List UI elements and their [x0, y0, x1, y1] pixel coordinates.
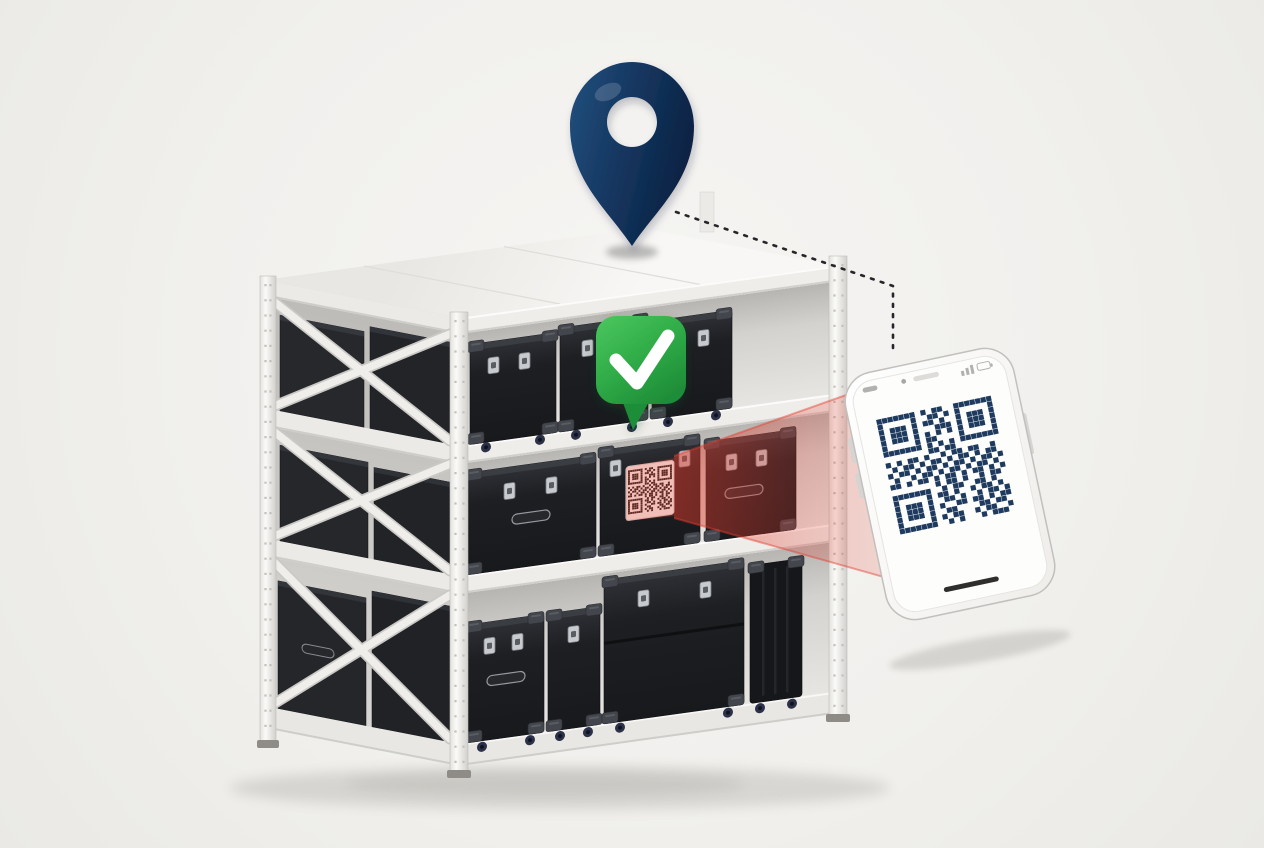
flight-case [601, 556, 745, 734]
case-latch [545, 475, 558, 495]
qr-code-label [628, 464, 672, 515]
case-corner-cap [579, 545, 597, 560]
case-corner-cap [527, 720, 545, 735]
case-corner-cap [465, 561, 483, 576]
case-corner-cap [541, 328, 559, 344]
case-corner-cap [727, 556, 745, 572]
case-latch [697, 328, 710, 348]
phone-volume-button [855, 472, 866, 499]
case-lid-seam [604, 622, 744, 645]
case-latch [609, 459, 622, 478]
case-corner-cap [541, 420, 559, 436]
post-foot [447, 770, 471, 778]
flight-case [545, 602, 603, 742]
cross-braces [266, 294, 456, 745]
case-corner-cap [585, 602, 603, 617]
case-latch [637, 589, 650, 608]
flight-case [465, 610, 545, 753]
shelf-board [460, 691, 838, 766]
rack-top-surface [264, 228, 838, 318]
qr-label-highlight [626, 458, 674, 521]
case-corner-cap [597, 542, 615, 558]
case-corner-cap [683, 531, 701, 546]
case-corner-cap [747, 560, 765, 575]
phone-volume-button [847, 437, 859, 464]
case-corner-cap [585, 712, 603, 727]
case-corner-cap [465, 729, 483, 744]
phone-home-indicator [943, 576, 999, 593]
case-corner-cap [465, 619, 483, 634]
case-corner-cap [649, 405, 667, 420]
case-latch [518, 351, 531, 371]
rack-floor-shadow-core [345, 771, 745, 797]
case-corner-cap [597, 444, 615, 460]
case-corner-cap [787, 554, 805, 569]
side-shelf-beams [264, 280, 460, 767]
case-latch [699, 580, 712, 600]
case-corner-cap [727, 692, 745, 708]
case-corner-cap [467, 339, 485, 354]
case-latch [567, 624, 580, 644]
rack-post-back-right-tip [699, 191, 715, 233]
phone-floor-shadow [889, 630, 1071, 670]
flight-case [747, 554, 805, 714]
post-foot [257, 740, 279, 748]
rack-post [259, 275, 277, 745]
post-foot [826, 714, 850, 722]
rack-post [449, 311, 469, 775]
flight-case [467, 328, 559, 453]
case-corner-cap [715, 306, 733, 321]
case-handle [301, 643, 335, 659]
case-latch [511, 632, 524, 652]
badge-tail [622, 400, 650, 430]
case-latch [483, 636, 496, 656]
case-corner-cap [545, 718, 563, 733]
phone-camera-dot [901, 378, 907, 384]
phone-speaker [913, 371, 939, 382]
case-corner-cap [715, 396, 733, 411]
pin-shadow [606, 245, 658, 259]
case-corner-cap [557, 418, 575, 433]
dotted-connector-line [674, 210, 895, 356]
case-corner-cap [545, 608, 563, 623]
shelf-board [460, 265, 838, 334]
case-corner-cap [465, 467, 483, 482]
case-latch [581, 338, 594, 358]
case-corner-cap [601, 574, 619, 589]
case-corner-cap [683, 433, 701, 448]
phone-screen [852, 355, 1048, 613]
case-corner-cap [601, 710, 619, 725]
checkmark-badge [596, 316, 686, 430]
case-latch [503, 481, 516, 501]
case-corner-cap [557, 322, 575, 337]
location-pin-icon [570, 62, 694, 246]
case-corner-cap [527, 610, 545, 625]
checkmark-icon [609, 329, 675, 390]
case-corner-cap [467, 431, 485, 446]
shelf-board [460, 393, 838, 464]
smartphone [844, 347, 1056, 621]
flight-case [465, 451, 597, 576]
case-latch [487, 355, 500, 375]
phone-status-icons [862, 361, 993, 393]
pin-highlight [594, 82, 622, 102]
qr-code-phone-screen [876, 395, 1014, 535]
case-corner-cap [579, 451, 597, 466]
